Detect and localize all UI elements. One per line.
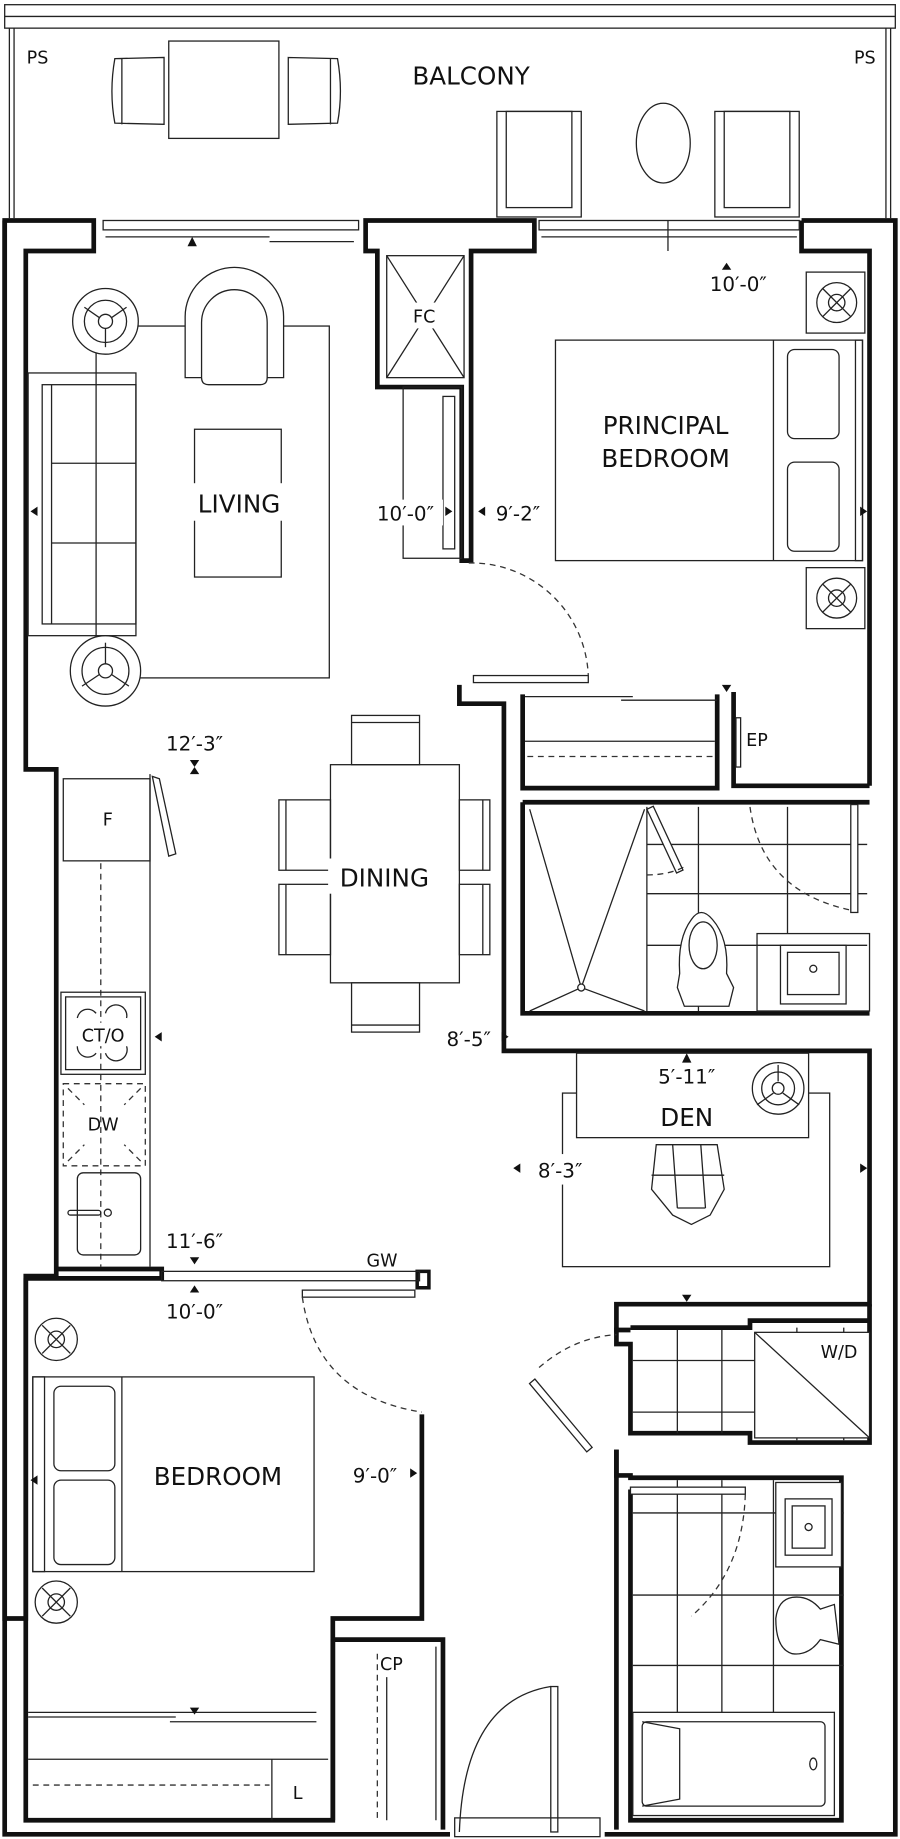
ep-label: EP <box>746 731 768 751</box>
balcony-table <box>168 40 280 140</box>
bath-toilet <box>775 1596 840 1655</box>
gypsum-wall-end <box>415 1269 431 1290</box>
nightstand-lamp <box>805 271 866 334</box>
ensuite-bathroom <box>529 803 871 1012</box>
room-label-principal-1: PRINCIPAL <box>603 411 729 440</box>
balcony-lounge-chair <box>496 110 582 218</box>
dim-bedroom-width: 10′-0″ <box>166 1300 223 1323</box>
pillow <box>53 1385 116 1472</box>
dining-chair <box>458 799 491 871</box>
dim-den-depth: 8′-3″ <box>538 1160 582 1183</box>
gypsum-wall: GW <box>161 1252 421 1282</box>
balcony-chair <box>111 56 165 125</box>
entry-door <box>550 1685 559 1833</box>
dishwasher-label: DW <box>88 1116 119 1136</box>
bathtub <box>632 1711 836 1817</box>
bedside-lamp <box>34 1580 78 1624</box>
dining-chair <box>458 883 491 956</box>
room-label-living: LIVING <box>198 490 281 519</box>
dim-principal-width: 10′-0″ <box>710 273 767 296</box>
dim-bedroom-depth: 9′-0″ <box>353 1464 397 1487</box>
laundry: W/D <box>528 1327 871 1453</box>
fridge <box>62 778 151 862</box>
toilet <box>676 911 735 1007</box>
dim-living-depth: 12′-3″ <box>166 733 223 756</box>
cooktop-oven <box>60 991 146 1075</box>
bath-vanity <box>775 1481 843 1568</box>
exterior-walls <box>2 218 898 1837</box>
vanity <box>756 932 871 1012</box>
balcony-side-table <box>635 102 691 184</box>
pillow <box>786 348 840 440</box>
principal-bedroom: PRINCIPAL BEDROOM <box>468 262 868 684</box>
ps-label-right: PS <box>854 48 876 68</box>
dim-principal-depth: 9′-2″ <box>496 503 540 526</box>
main-bathroom <box>629 1480 844 1817</box>
office-chair <box>650 1144 725 1226</box>
fridge-label: F <box>103 811 113 831</box>
wd-label: W/D <box>821 1343 858 1363</box>
desk-lamp <box>751 1061 805 1115</box>
dishwasher <box>62 1083 146 1167</box>
pillow <box>53 1479 116 1566</box>
kitchen: F CT/O DW <box>60 774 177 1267</box>
floor-lamp <box>72 287 139 355</box>
sofa <box>27 372 137 637</box>
nightstand-lamp <box>805 567 866 630</box>
laundry-door <box>528 1378 594 1453</box>
balcony-chair <box>287 56 342 125</box>
pillow <box>786 461 840 552</box>
interior-walls <box>23 684 872 1830</box>
room-label-dining: DINING <box>340 864 429 893</box>
principal-closet: EP <box>525 684 768 768</box>
dining-area: DINING <box>278 714 491 1033</box>
dim-kitchen-dining: 8′-5″ <box>447 1028 491 1051</box>
den: 5′-11″ DEN 8′-3″ <box>513 1052 868 1302</box>
bedside-lamp <box>34 1317 78 1362</box>
floor-lamp <box>69 635 142 707</box>
entry: CP <box>376 1646 601 1838</box>
living-room: LIVING <box>27 236 463 707</box>
fc-label: FC <box>413 308 435 328</box>
bedroom-door <box>301 1289 416 1298</box>
principal-door <box>472 674 589 684</box>
dim-den-width: 5′-11″ <box>658 1066 715 1089</box>
cooktop-oven-label: CT/O <box>82 1026 125 1046</box>
dining-chair <box>350 714 421 766</box>
shower <box>529 809 646 1012</box>
linen-label: L <box>293 1784 303 1804</box>
coat-closet-label: CP <box>380 1655 403 1675</box>
dining-chair <box>350 982 421 1033</box>
room-label-principal-2: BEDROOM <box>601 444 729 473</box>
balcony-lounge-chair <box>714 110 800 218</box>
dimension-labels: 10′-0″ 10′-0″ 9′-2″ 12′-3″ 8′-5″ 11′-6″ … <box>166 273 767 1488</box>
dining-chair <box>278 799 332 871</box>
media-console <box>402 386 463 559</box>
gw-label: GW <box>367 1252 398 1272</box>
bath-door <box>629 1486 746 1495</box>
tv <box>442 395 456 550</box>
bedroom: BEDROOM L <box>28 1289 422 1821</box>
ps-label-left: PS <box>27 48 49 68</box>
room-label-balcony: BALCONY <box>412 61 530 90</box>
fan-coil-closet: FC <box>386 255 465 379</box>
kitchen-sink <box>76 1172 142 1256</box>
door-swing <box>468 562 589 676</box>
dim-kitchen-length: 11′-6″ <box>166 1230 223 1253</box>
balcony-area: PS PS BALCONY <box>4 4 896 219</box>
room-label-den: DEN <box>660 1103 713 1132</box>
entry-door-swing <box>458 1685 551 1832</box>
fridge-door <box>151 775 177 858</box>
room-label-bedroom: BEDROOM <box>154 1462 282 1491</box>
dim-living-width: 10′-0″ <box>377 503 434 526</box>
dining-chair <box>278 883 332 956</box>
